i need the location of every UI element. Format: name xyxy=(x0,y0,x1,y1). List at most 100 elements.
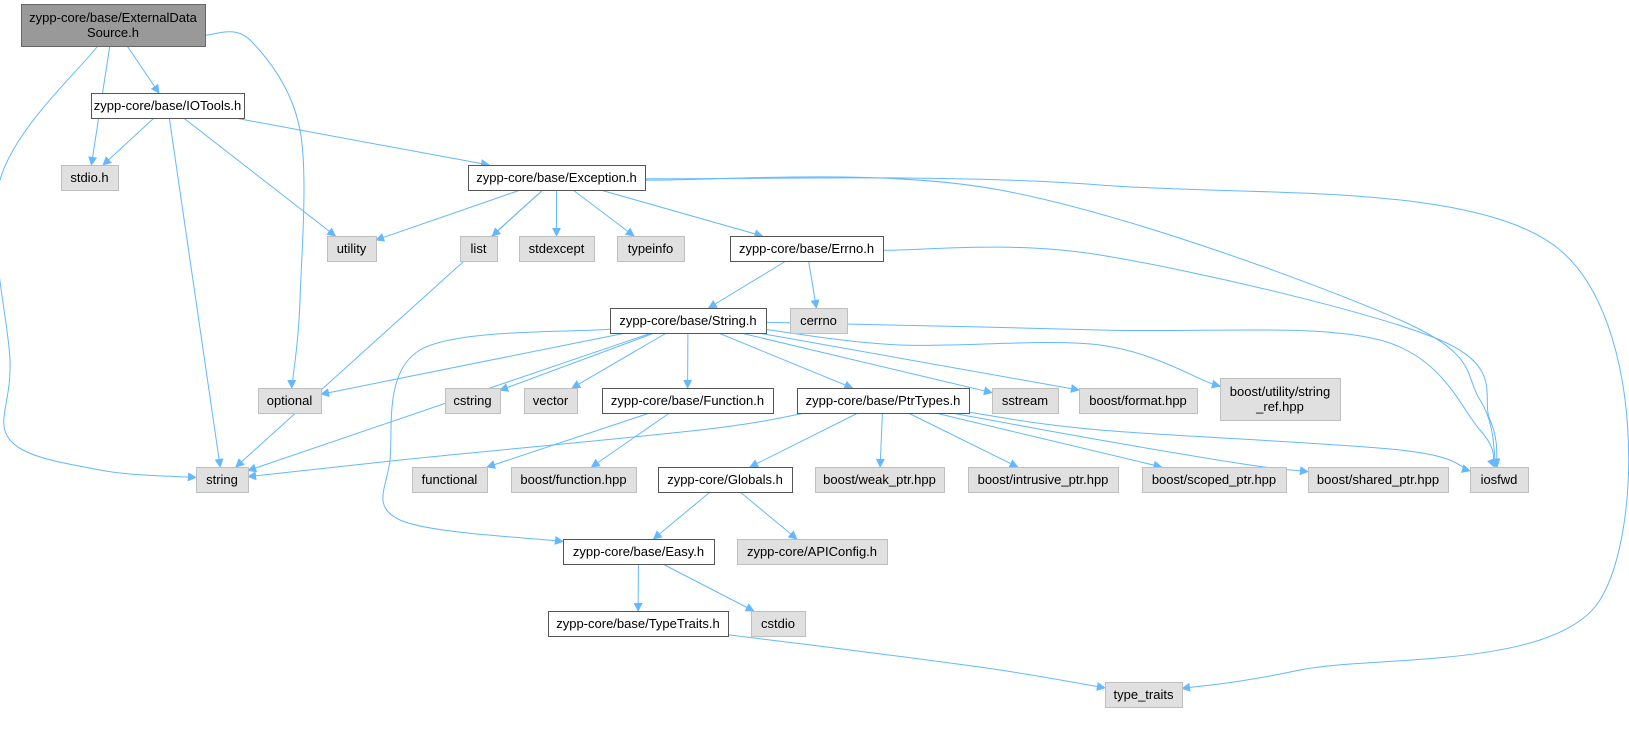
node-boost-format: boost/format.hpp xyxy=(1079,388,1198,414)
node-label: cstring xyxy=(453,393,491,408)
edge-exception-to-list xyxy=(491,189,544,237)
node-label: zypp-core/base/TypeTraits.h xyxy=(556,616,720,631)
node-box xyxy=(548,611,729,637)
edge-ptrtypes-to-iosfwd xyxy=(968,411,1471,473)
node-label: cerrno xyxy=(800,313,837,328)
edge-errno-to-string-h xyxy=(707,260,787,309)
edge-iotools-to-exception xyxy=(234,117,490,168)
edge-string-h-to-iosfwd xyxy=(765,321,1496,468)
edge-iotools-to-stdio-h xyxy=(102,117,155,166)
edge-string-h-to-ptrtypes xyxy=(718,332,854,390)
node-label: cstdio xyxy=(761,616,795,631)
edge-globals-to-apiconfig xyxy=(739,491,798,540)
node-iotools[interactable]: zypp-core/base/IOTools.h xyxy=(91,93,245,119)
node-box xyxy=(21,4,206,47)
node-label: utility xyxy=(337,241,367,256)
node-label: stdio.h xyxy=(70,170,108,185)
edge-ptrtypes-to-boost-weak-ptr xyxy=(875,412,885,468)
node-stdio-h: stdio.h xyxy=(61,165,119,191)
node-label: list xyxy=(471,241,487,256)
edge-string-h-to-boost-format xyxy=(758,332,1080,394)
node-typetraits-h[interactable]: zypp-core/base/TypeTraits.h xyxy=(548,611,729,637)
edge-function-h-to-functional xyxy=(486,412,650,469)
node-ptrtypes[interactable]: zypp-core/base/PtrTypes.h xyxy=(797,388,970,414)
node-box xyxy=(258,388,322,414)
node-box xyxy=(790,308,848,334)
node-box xyxy=(602,388,774,414)
node-errno[interactable]: zypp-core/base/Errno.h xyxy=(730,236,884,262)
node-label: boost/weak_ptr.hpp xyxy=(823,472,936,487)
edge-string-h-to-cstring xyxy=(499,332,655,392)
node-box xyxy=(61,165,119,191)
node-boost-function: boost/function.hpp xyxy=(511,467,637,493)
node-label: boost/function.hpp xyxy=(520,472,626,487)
node-vector: vector xyxy=(524,388,578,414)
node-label: functional xyxy=(422,472,478,487)
edge-ptrtypes-to-boost-shared-ptr xyxy=(951,412,1309,476)
edge-external-data-source-to-optional xyxy=(204,31,305,394)
node-box xyxy=(751,611,806,637)
node-label: optional xyxy=(267,393,313,408)
node-utility: utility xyxy=(327,236,377,262)
node-box xyxy=(1142,467,1287,493)
node-box xyxy=(1079,388,1198,414)
edge-function-h-to-boost-function xyxy=(590,412,670,468)
edge-exception-to-iosfwd xyxy=(644,176,1499,468)
node-label: _ref.hpp xyxy=(1255,399,1304,414)
node-label: zypp-core/base/PtrTypes.h xyxy=(806,393,961,408)
node-box xyxy=(511,467,637,493)
node-box xyxy=(445,388,501,414)
node-string-h[interactable]: zypp-core/base/String.h xyxy=(610,308,767,334)
node-apiconfig: zypp-core/APIConfig.h xyxy=(737,539,888,565)
edge-easy-to-cstdio xyxy=(662,563,755,612)
node-label: boost/scoped_ptr.hpp xyxy=(1152,472,1276,487)
node-function-h[interactable]: zypp-core/base/Function.h xyxy=(602,388,774,414)
node-box xyxy=(196,467,249,493)
node-box xyxy=(524,388,578,414)
node-functional: functional xyxy=(412,467,488,493)
node-box xyxy=(91,93,245,119)
node-boost-weak-ptr: boost/weak_ptr.hpp xyxy=(815,467,945,493)
node-label: zypp-core/Globals.h xyxy=(667,472,783,487)
edge-exception-to-type-traits xyxy=(644,177,1629,692)
node-label: vector xyxy=(533,393,569,408)
node-label: zypp-core/base/String.h xyxy=(619,313,756,328)
edge-errno-to-iosfwd xyxy=(882,246,1501,468)
node-box xyxy=(468,165,646,191)
node-box xyxy=(412,467,488,493)
edge-exception-to-utility xyxy=(375,189,521,242)
node-label: boost/format.hpp xyxy=(1089,393,1187,408)
node-type-traits: type_traits xyxy=(1105,682,1183,708)
edge-string-h-to-boost-string-ref xyxy=(765,329,1226,389)
edge-string-h-to-vector xyxy=(571,332,667,389)
edge-iotools-to-utility xyxy=(183,117,337,237)
node-boost-shared-ptr: boost/shared_ptr.hpp xyxy=(1308,467,1449,493)
edge-ptrtypes-to-boost-scoped-ptr xyxy=(935,412,1163,470)
edge-errno-to-cerrno xyxy=(808,260,820,309)
edge-layer xyxy=(0,31,1629,692)
node-easy[interactable]: zypp-core/base/Easy.h xyxy=(563,539,715,565)
node-sstream: sstream xyxy=(992,388,1059,414)
node-box xyxy=(519,236,595,262)
node-label: boost/utility/string xyxy=(1230,384,1330,399)
node-boost-scoped-ptr: boost/scoped_ptr.hpp xyxy=(1142,467,1287,493)
node-globals[interactable]: zypp-core/Globals.h xyxy=(658,467,793,493)
node-box xyxy=(815,467,945,493)
edge-ptrtypes-to-boost-intrusive-ptr xyxy=(908,412,1019,468)
node-box xyxy=(992,388,1059,414)
node-label: zypp-core/base/Function.h xyxy=(611,393,764,408)
node-string: string xyxy=(196,467,249,493)
node-stdexcept: stdexcept xyxy=(519,236,595,262)
edge-iotools-to-string xyxy=(168,117,224,468)
edge-string-h-to-optional xyxy=(320,332,626,398)
node-box xyxy=(563,539,715,565)
node-label: zypp-core/base/ExternalData xyxy=(29,10,197,25)
node-cerrno: cerrno xyxy=(790,308,848,334)
edge-exception-to-errno xyxy=(600,189,764,239)
node-label: string xyxy=(206,472,238,487)
edge-globals-to-easy xyxy=(652,491,711,540)
node-box xyxy=(1308,467,1449,493)
node-exception[interactable]: zypp-core/base/Exception.h xyxy=(468,165,646,191)
